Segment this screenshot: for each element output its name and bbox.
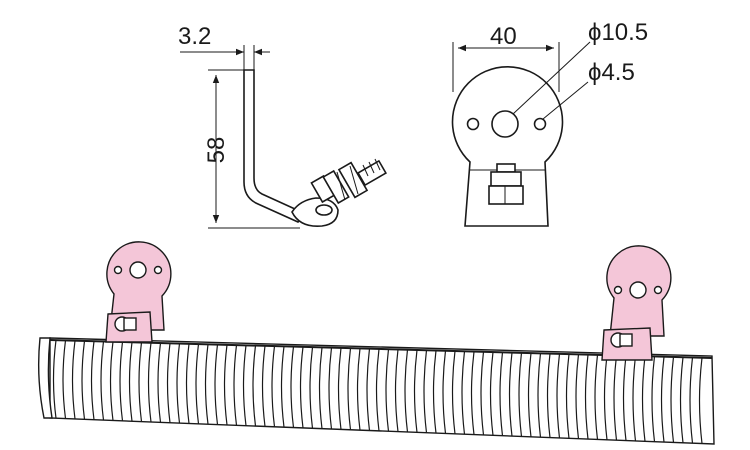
hose-rib	[366, 348, 371, 431]
hose-rib	[518, 352, 523, 437]
hose-rib	[689, 357, 694, 444]
hose-rib	[556, 353, 561, 439]
hose-rib	[119, 341, 124, 421]
hose-rib	[660, 356, 665, 443]
left-mounted-bracket	[105, 241, 172, 343]
hose-rib	[356, 348, 361, 431]
hose-rib	[166, 343, 171, 423]
large-hole-label: ϕ10.5	[588, 19, 648, 46]
hose-rib	[157, 342, 162, 423]
hose-end-cap	[37, 337, 53, 419]
hose-rib	[375, 348, 380, 431]
hose-rib	[100, 341, 105, 421]
hose-rib	[290, 346, 295, 428]
hose-rib	[394, 349, 399, 432]
front-bolt	[488, 163, 524, 205]
hose-rib	[508, 352, 513, 437]
hose-rib	[214, 344, 219, 425]
right-mounted-bracket	[601, 245, 672, 361]
hose-rib	[565, 354, 570, 439]
hose-rib	[309, 347, 314, 429]
hose-rib	[62, 340, 67, 419]
hose-rib	[698, 357, 703, 444]
side-bolt	[310, 158, 387, 205]
hose-rib	[537, 353, 542, 438]
hose-rib	[594, 354, 599, 440]
hose-rib	[128, 342, 133, 422]
hose-rib	[480, 351, 485, 436]
hose-rib	[413, 349, 418, 433]
hose-rib	[584, 354, 589, 440]
hose-rib	[499, 352, 504, 436]
thickness-label: 3.2	[178, 23, 211, 50]
hose-rib	[385, 349, 390, 432]
hose-rib	[679, 357, 684, 443]
hose-rib	[52, 340, 57, 419]
small-hole-left	[466, 117, 480, 131]
hose-illustration	[37, 241, 715, 445]
hose-rib	[204, 344, 209, 425]
hose-rib	[546, 353, 551, 438]
hose-rib	[432, 350, 437, 434]
hose-rib	[252, 345, 257, 427]
hose-rib	[242, 345, 247, 426]
hose-rib	[527, 353, 532, 437]
small-hole-label: ϕ4.5	[588, 59, 635, 86]
side-view	[180, 45, 387, 229]
hose-rib	[223, 344, 228, 426]
hose-rib	[347, 348, 352, 430]
hose-ribs	[52, 340, 703, 444]
hose-rib	[404, 349, 409, 433]
hose-rib	[575, 354, 580, 439]
hose-rib	[90, 341, 95, 420]
hose-rib	[176, 343, 181, 424]
hose-rib	[138, 342, 143, 422]
hose-rib	[423, 350, 428, 433]
hose-rib	[613, 355, 618, 441]
hose-rib	[271, 346, 276, 427]
hose-rib	[337, 347, 342, 430]
hose-rib	[470, 351, 475, 435]
hose-rib	[280, 346, 285, 428]
small-hole-leader	[542, 81, 589, 120]
hose-rib	[461, 351, 466, 435]
hose-rib	[622, 355, 627, 441]
hose-rib	[185, 343, 190, 424]
hose-rib	[109, 341, 114, 421]
hose-rib	[147, 342, 152, 423]
hose-rib	[195, 343, 200, 424]
hose-rib	[328, 347, 333, 430]
front-view	[451, 41, 591, 227]
hose-rib	[489, 351, 494, 436]
hose-rib	[632, 355, 637, 442]
hose-rib	[71, 340, 76, 420]
hose-rib	[641, 356, 646, 442]
large-hole	[491, 110, 519, 138]
front-bracket-plate	[451, 66, 564, 227]
hose-rib	[651, 356, 656, 442]
side-bracket-plate	[243, 69, 308, 223]
small-hole-right	[533, 117, 547, 131]
hose-rib	[81, 340, 86, 420]
hose-rib	[233, 344, 238, 426]
large-hole-leader	[512, 41, 591, 115]
hose-rib	[299, 346, 304, 429]
hose-rib	[318, 347, 323, 429]
hose-rib	[261, 345, 266, 427]
height-label: 58	[203, 137, 230, 164]
hose-rib	[603, 355, 608, 440]
hose-rib	[670, 356, 675, 443]
width-label: 40	[490, 23, 517, 50]
hose-rib	[451, 350, 456, 434]
hose-rib	[442, 350, 447, 434]
